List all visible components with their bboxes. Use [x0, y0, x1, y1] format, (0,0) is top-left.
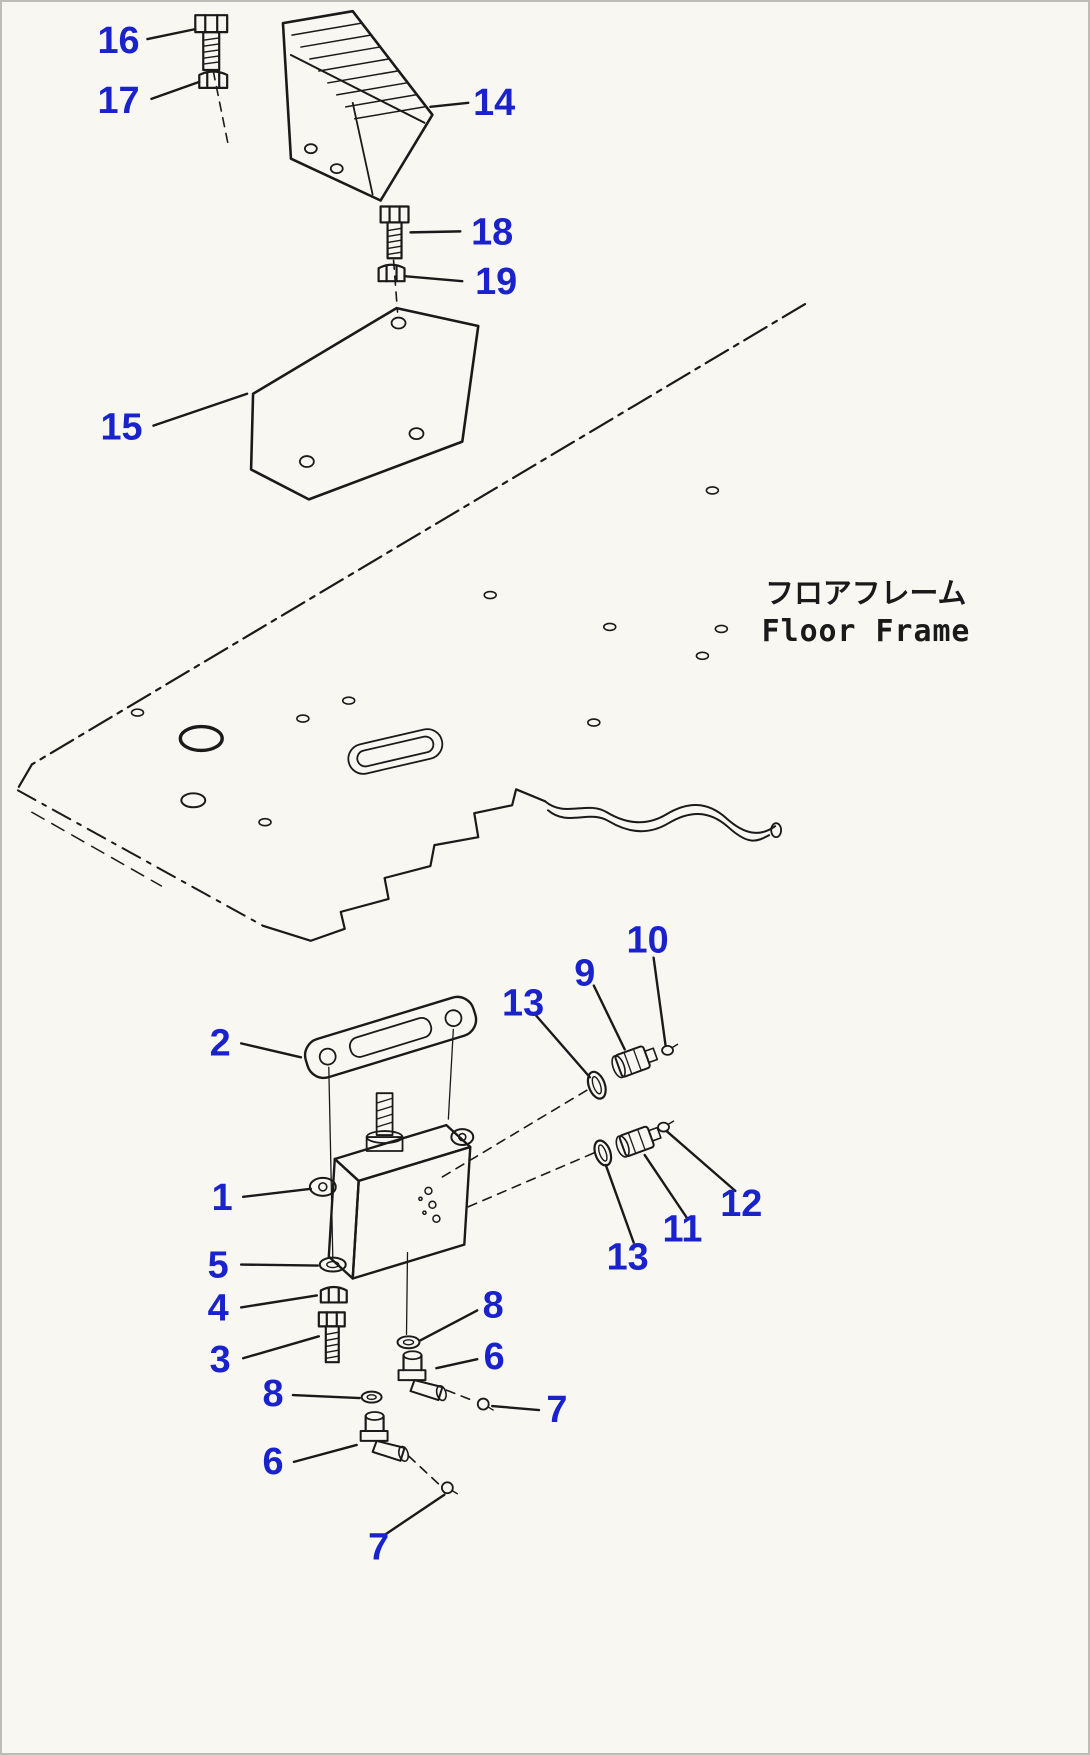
washer-8-lower: [360, 1390, 383, 1404]
nut-19-part: [377, 263, 406, 283]
nut-17-part: [198, 70, 229, 90]
plug-7-upper: [476, 1397, 494, 1411]
callout-13-upper: 13: [502, 982, 544, 1024]
bolt-16-part: [194, 14, 229, 72]
callout-7-lower: 7: [368, 1526, 389, 1568]
bracket-plate-2: [303, 995, 478, 1080]
callout-3: 3: [210, 1339, 231, 1381]
o-ring-13-upper: [586, 1070, 607, 1100]
washer-8-upper: [396, 1335, 421, 1350]
assembly-axis-lines: [328, 1028, 454, 1335]
floor-frame-label: フロアフレーム Floor Frame: [762, 576, 971, 649]
callout-16: 16: [98, 20, 140, 62]
callout-7-upper: 7: [546, 1389, 567, 1431]
callout-19: 19: [475, 261, 517, 303]
frame-slot: [347, 728, 444, 775]
fitting-9: [611, 1045, 659, 1079]
callout-15: 15: [100, 407, 142, 449]
callout-11: 11: [662, 1209, 702, 1251]
o-ring-13-lower: [593, 1139, 613, 1167]
callout-6-lower: 6: [262, 1441, 283, 1483]
elbow-6-upper: [397, 1350, 447, 1402]
callout-9: 9: [574, 953, 595, 995]
washer-5: [318, 1256, 347, 1273]
plug-10: [661, 1043, 679, 1056]
plug-12: [657, 1120, 675, 1133]
callout-8-upper: 8: [483, 1284, 504, 1326]
leader-lines: [146, 27, 737, 1537]
floor-frame-label-en: Floor Frame: [762, 614, 971, 649]
callout-1: 1: [212, 1177, 233, 1219]
diagram-art: [16, 9, 807, 1537]
valve-body-1: [308, 1092, 475, 1280]
callout-13-lower: 13: [607, 1237, 649, 1279]
callout-labels: 16 17 14 18 19 15 2 1 5 4 3 8 6 7 8 6 7 …: [98, 20, 763, 1568]
callout-14: 14: [473, 82, 515, 124]
plug-7-lower: [440, 1481, 459, 1495]
axis-line-18: [392, 259, 399, 313]
fitting-11: [615, 1125, 662, 1158]
bolt-18-part: [379, 205, 410, 260]
harness-wire: [544, 800, 777, 834]
axis-line-16: [212, 70, 229, 146]
nut-4: [319, 1285, 348, 1304]
callout-12: 12: [720, 1183, 762, 1225]
cover-plate-15: [249, 306, 480, 501]
elbow-6-lower: [359, 1411, 410, 1462]
callout-10: 10: [627, 920, 669, 962]
callout-6-upper: 6: [484, 1336, 505, 1378]
frame-small-hole: [180, 792, 207, 809]
callout-18: 18: [471, 211, 513, 253]
frame-holes: [130, 486, 729, 827]
callout-5: 5: [208, 1245, 229, 1287]
damper-block-14: [281, 9, 434, 202]
callout-4: 4: [208, 1287, 229, 1329]
frame-large-hole: [178, 724, 224, 753]
callout-2: 2: [210, 1022, 231, 1064]
explode-dashed-lines: [407, 1086, 595, 1485]
callout-8-lower: 8: [262, 1373, 283, 1415]
callout-17: 17: [98, 80, 140, 122]
floor-frame-outline: [16, 303, 807, 942]
bolt-3: [317, 1311, 346, 1364]
floor-frame-label-jp: フロアフレーム: [765, 576, 966, 610]
